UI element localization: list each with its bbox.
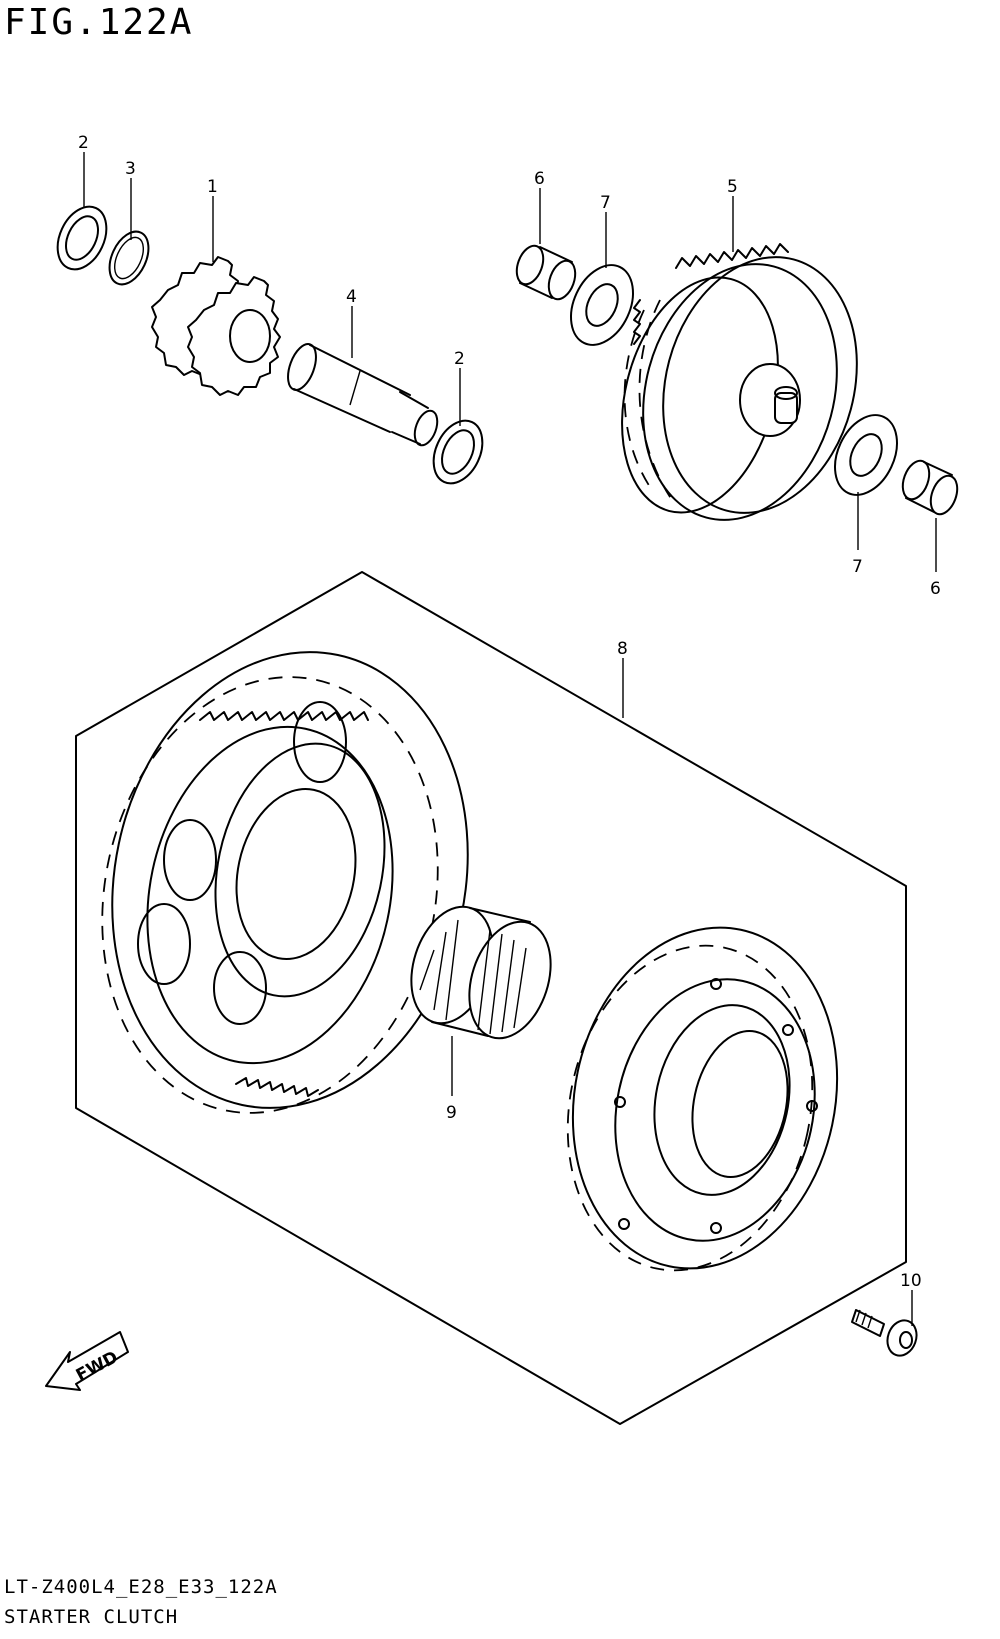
callout-5: 5 — [727, 177, 738, 197]
part-circlip-3 — [108, 230, 150, 286]
callout-4: 4 — [346, 287, 357, 307]
part-gear-1 — [151, 256, 281, 396]
model-code: LT-Z400L4_E28_E33_122A — [4, 1576, 278, 1598]
callout-2b: 2 — [454, 349, 465, 369]
part-washer-2b — [432, 419, 484, 485]
fwd-arrow-icon: FWD — [45, 1331, 129, 1391]
leader-lines — [83, 152, 937, 1326]
part-needle-bearing-9 — [410, 905, 552, 1040]
callout-1: 1 — [207, 177, 218, 197]
callout-3: 3 — [125, 159, 136, 179]
callout-7b: 7 — [852, 557, 863, 577]
part-washer-7b — [834, 414, 898, 496]
callout-7a: 7 — [600, 193, 611, 213]
part-bushing-6a — [515, 244, 577, 301]
figure-title: FIG.122A — [4, 2, 194, 43]
callout-8: 8 — [617, 639, 628, 659]
part-driven-gear-5 — [621, 243, 858, 521]
part-bushing-6b — [901, 459, 959, 516]
callout-2a: 2 — [78, 133, 89, 153]
part-bolt-10 — [851, 1309, 918, 1357]
callout-10: 10 — [900, 1271, 922, 1291]
part-washer-2a — [56, 205, 108, 271]
callout-6a: 6 — [534, 169, 545, 189]
callout-6b: 6 — [930, 579, 941, 599]
section-name: STARTER CLUTCH — [4, 1606, 179, 1628]
callout-9: 9 — [446, 1103, 457, 1123]
assembly-8-boundary — [75, 571, 907, 1425]
part-washer-7a — [570, 264, 634, 346]
part-starter-gear — [101, 651, 469, 1114]
callouts: 2 3 1 4 2 6 7 5 7 6 8 9 10 — [78, 133, 941, 1291]
part-one-way-clutch — [566, 926, 839, 1272]
part-shaft-4 — [287, 343, 439, 447]
